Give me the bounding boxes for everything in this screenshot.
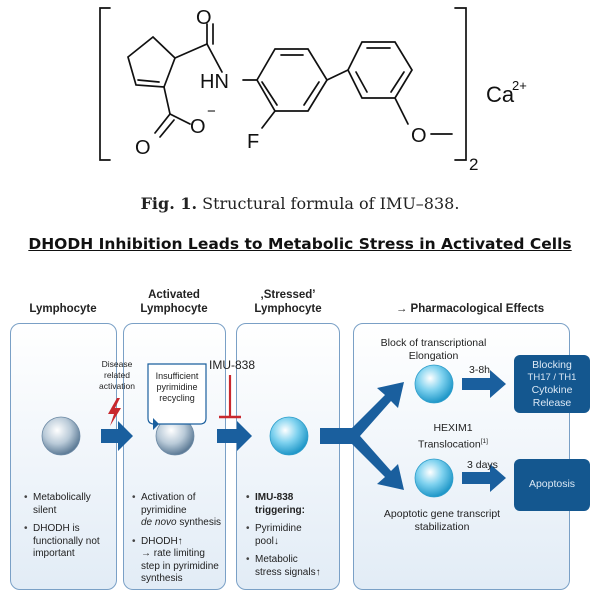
stressed-title-line1: ‚Stressed’ — [260, 289, 316, 301]
fluorine-atom: F — [247, 131, 259, 153]
disease-activation-label: Disease related activation — [95, 359, 139, 392]
block-line2: Elongation — [408, 350, 459, 362]
disease-line2: related — [104, 370, 130, 380]
structural-formula: O HN O O − F O 2 Ca 2+ — [99, 7, 527, 174]
up-arrow-icon: ↑ — [177, 535, 183, 547]
apoptosis-box: Apoptosis — [514, 459, 590, 511]
insufficient-recycling-box — [147, 363, 207, 425]
stressed-trigger: IMU-838 triggering: — [246, 492, 338, 517]
column-title-stressed: ‚Stressed’ Lymphocyte — [236, 288, 340, 316]
lightning-icon — [108, 398, 121, 426]
stressed-trigger-line2: triggering: — [255, 504, 305, 516]
insufficient-line1: Insufficient — [155, 371, 199, 381]
activated-bullet-2: DHODH↑ → rate limiting step in pyrimidin… — [132, 536, 226, 586]
arrow-to-apoptosis — [462, 464, 506, 492]
disease-line3: activation — [99, 381, 135, 391]
activated-title-line2: Lymphocyte — [140, 303, 208, 315]
bracket-subscript: 2 — [469, 155, 478, 174]
result1-line2: TH17 / TH1 — [527, 371, 577, 383]
stressed-trigger-line1: IMU-838 — [255, 492, 294, 503]
drug-label: IMU-838 — [209, 358, 256, 372]
stressed-title-line2: Lymphocyte — [254, 303, 322, 315]
block-elongation-label: Block of transcriptional Elongation — [356, 337, 511, 363]
activated-b1-a: Activation of — [141, 492, 196, 503]
activated-b1-b: pyrimidine — [141, 504, 187, 516]
activated-b1-d: synthesis — [176, 517, 222, 528]
caption-text: Structural formula of IMU–838. — [202, 194, 460, 213]
activated-b2-a: DHODH — [141, 535, 178, 547]
stressed-lymphocyte-cell — [269, 416, 309, 456]
time-label-1: 3-8h — [469, 364, 491, 376]
insufficient-line2: pyrimidine — [156, 382, 198, 392]
result1-line1: Blocking — [532, 359, 572, 371]
negative-charge: − — [207, 103, 216, 120]
column-title-effects: → Pharmacological Effects — [395, 303, 545, 315]
lymphocyte-bullet-1: Metabolically silent — [24, 492, 114, 517]
lymphocyte-bullets: Metabolically silent DHODH is functional… — [24, 492, 114, 567]
blocking-cytokine-box: Blocking TH17 / TH1 Cytokine Release — [514, 355, 590, 413]
activated-b1-c: de novo — [141, 517, 177, 528]
result1-line3: Cytokine — [531, 384, 573, 396]
insufficient-line3: recycling — [159, 393, 195, 403]
hexim-label: HEXIM1 Translocation[1] — [398, 422, 508, 452]
disease-line1: Disease — [101, 359, 133, 369]
apoptotic-line1: Apoptotic gene transcript — [383, 508, 501, 520]
activated-b2-c: step in pyrimidine — [141, 560, 219, 572]
column-title-activated: Activated Lymphocyte — [122, 288, 226, 316]
column-title-lymphocyte: Lymphocyte — [29, 303, 97, 315]
hexim-line1: HEXIM1 — [433, 422, 473, 434]
effect-cell-elongation — [414, 364, 454, 404]
result1-line4: Release — [532, 396, 572, 409]
apoptotic-transcript-label: Apoptotic gene transcript stabilization — [362, 508, 522, 534]
carbonyl-oxygen: O — [196, 7, 212, 29]
stressed-b2-b: stress signals — [255, 566, 316, 578]
calcium-charge: 2+ — [512, 78, 527, 93]
activated-b2-d: synthesis — [141, 573, 183, 584]
carboxylate-oxygen: O — [135, 137, 151, 159]
arrow-to-activated — [101, 421, 133, 451]
lymphocyte-bullet-2: DHODH is functionally not important — [24, 523, 114, 561]
effect-cell-apoptosis — [414, 458, 454, 498]
amide-nh: HN — [200, 71, 229, 93]
activated-b2-b: → rate limiting — [141, 548, 205, 559]
hexim-line2: Translocation — [418, 438, 481, 451]
up-arrow-icon: ↑ — [315, 566, 321, 578]
time-label-2: 3 days — [467, 459, 498, 471]
stressed-bullet-2: Metabolic stress signals↑ — [246, 554, 338, 579]
methoxy-oxygen: O — [411, 125, 427, 147]
arrow-to-blocking — [462, 370, 506, 398]
stressed-b2-a: Metabolic — [255, 554, 298, 565]
hexim-reference: [1] — [480, 438, 488, 445]
block-line1: Block of transcriptional — [380, 337, 487, 349]
activated-title-line1: Activated — [148, 289, 200, 301]
stressed-b1-a: Pyrimidine — [255, 523, 302, 534]
stressed-b1-b: pool — [255, 535, 274, 547]
down-arrow-icon: ↓ — [273, 535, 279, 547]
insufficient-recycling-label: Insufficient pyrimidine recycling — [148, 371, 206, 404]
arrow-to-stressed — [217, 421, 252, 451]
stressed-bullets: IMU-838 triggering: Pyrimidine pool↓ Met… — [246, 492, 338, 585]
activated-bullets: Activation of pyrimidine de novo synthes… — [132, 492, 226, 592]
diagram-heading: DHODH Inhibition Leads to Metabolic Stre… — [28, 235, 572, 253]
activated-bullet-1: Activation of pyrimidine de novo synthes… — [132, 492, 226, 530]
caption-label: Fig. 1. — [140, 194, 198, 213]
recycling-arrowhead-icon — [153, 418, 159, 430]
resting-lymphocyte-cell — [41, 416, 81, 456]
forked-arrow — [320, 382, 404, 490]
figure-caption: Fig. 1. Structural formula of IMU–838. — [0, 194, 600, 213]
stressed-bullet-1: Pyrimidine pool↓ — [246, 523, 338, 548]
carboxylate-anion-oxygen: O — [190, 116, 206, 138]
apoptotic-line2: stabilization — [414, 521, 470, 533]
hexim-line2-wrap: Translocation[1] — [398, 435, 508, 452]
calcium-ion: Ca — [486, 82, 515, 107]
result2-label: Apoptosis — [528, 478, 576, 490]
